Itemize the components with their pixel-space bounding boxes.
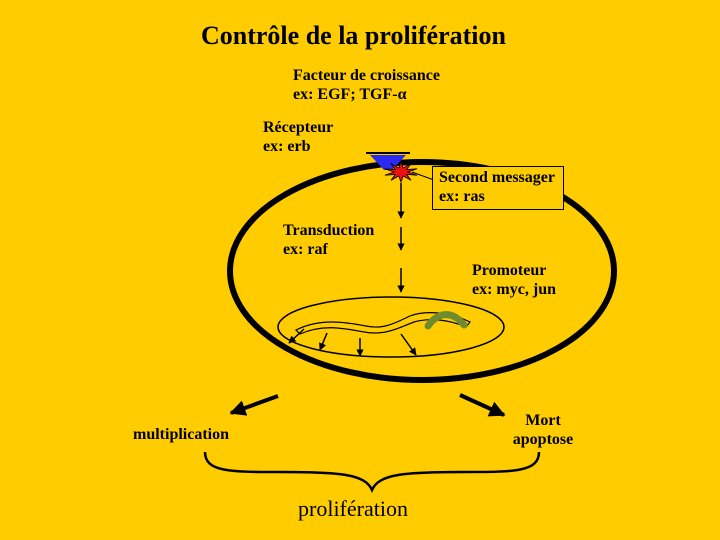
growth-factor-line2: ex: EGF; TGF-α xyxy=(293,85,440,104)
nucleus-arrow-4 xyxy=(400,333,417,356)
nucleus xyxy=(277,296,505,358)
promoter-line1: Promoteur xyxy=(472,262,547,279)
second-messenger-connector xyxy=(411,171,435,181)
growth-factor-examples: ex: EGF; TGF- xyxy=(293,86,398,104)
second-messenger-box: Second messager ex: ras xyxy=(432,166,564,211)
growth-factor-label: Facteur de croissance ex: EGF; TGF-α xyxy=(293,66,440,104)
arrow-to-apoptosis xyxy=(459,393,506,417)
signal-burst xyxy=(384,160,418,184)
receptor xyxy=(370,155,406,170)
nucleus-arrow-2 xyxy=(319,332,328,351)
transduction-line1: Transduction xyxy=(283,222,375,239)
death-line1: Mort xyxy=(525,412,561,429)
arrow-to-multiplication xyxy=(229,394,279,416)
promoter-gene xyxy=(424,311,468,330)
cell-membrane xyxy=(227,159,617,383)
promoter-line2: ex: myc, jun xyxy=(472,281,556,299)
multiplication-label: multiplication xyxy=(133,426,230,443)
transduction-label: Transduction ex: raf xyxy=(283,221,374,259)
death-label: Mort apoptose xyxy=(503,411,583,449)
alpha-symbol: α xyxy=(397,86,407,104)
proliferation-label: prolifération xyxy=(298,496,408,521)
transduction-line2: ex: raf xyxy=(283,241,328,259)
receptor-label: Récepteur ex: erb xyxy=(263,118,333,156)
promoter-label: Promoteur ex: myc, jun xyxy=(472,261,556,299)
proliferation-brace xyxy=(203,451,541,494)
death-line2: apoptose xyxy=(512,431,574,449)
receptor-line2: ex: erb xyxy=(263,138,311,156)
growth-factor-line1: Facteur de croissance xyxy=(293,67,440,84)
page-title: Contrôle de la prolifération xyxy=(201,21,506,50)
nucleus-arrow-1 xyxy=(288,328,305,344)
receptor-line1: Récepteur xyxy=(263,119,334,136)
second-messenger-line2: ex: ras xyxy=(439,188,485,206)
second-messenger-line1: Second messager xyxy=(439,169,555,186)
